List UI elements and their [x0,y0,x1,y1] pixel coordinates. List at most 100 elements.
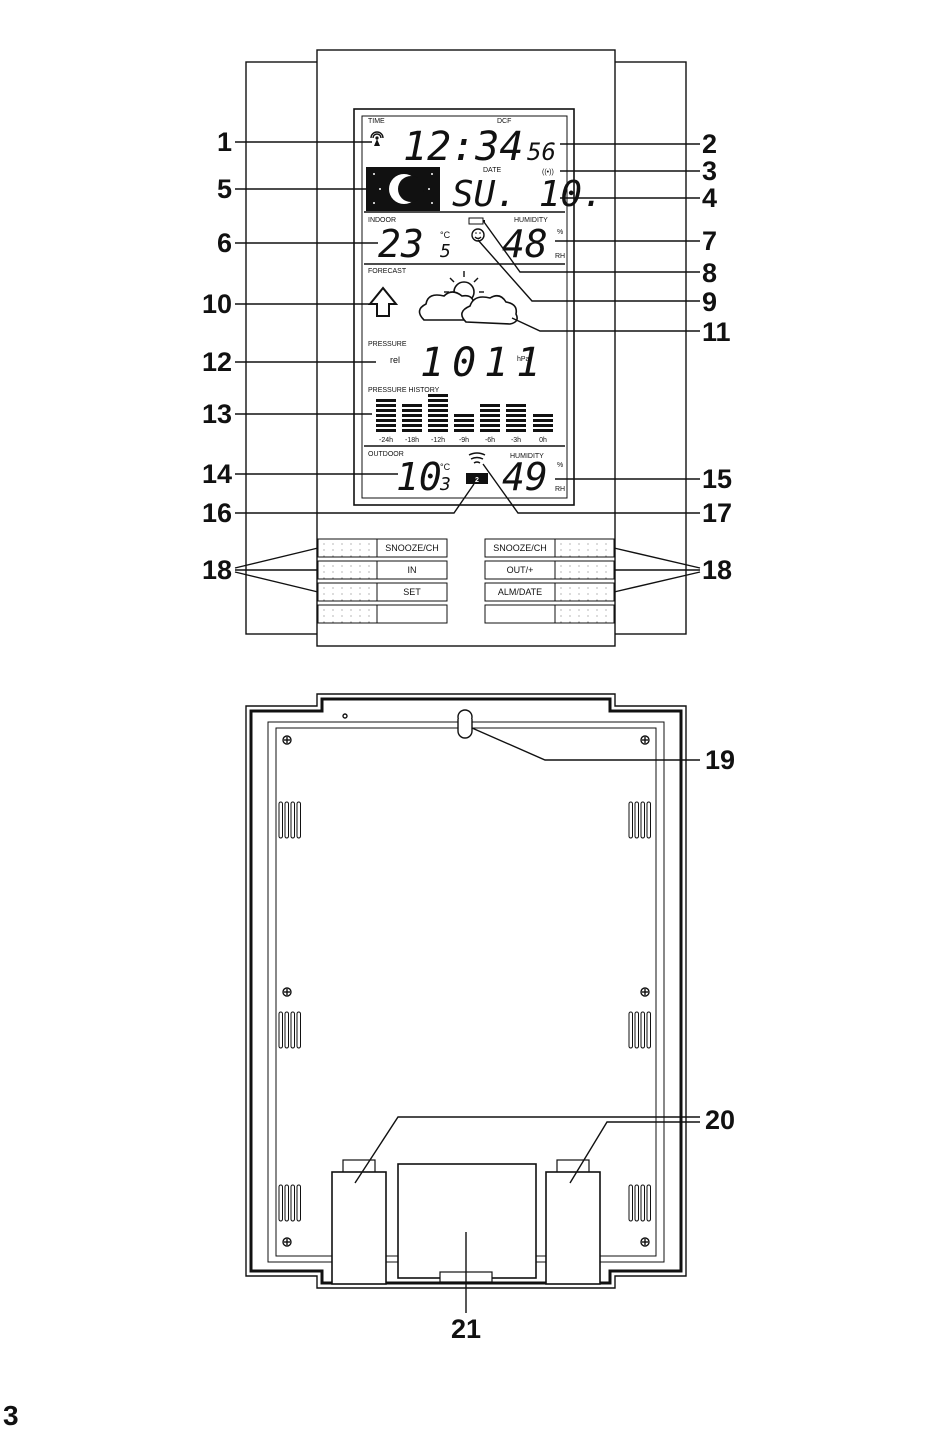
texture-dot [596,549,598,551]
history-bar-segment [376,404,396,407]
texture-dot [341,599,343,601]
history-bar-segment [428,419,448,422]
texture-dot [596,593,598,595]
screw-icon [640,1237,650,1247]
snooze-ch-button-right[interactable]: SNOOZE/CH [484,538,615,558]
outdoor-humidity-label: HUMIDITY [510,453,544,460]
texture-dot [341,543,343,545]
screw-icon [282,987,292,997]
texture-dot [332,555,334,557]
history-bar-segment [402,409,422,412]
outdoor-label: OUTDOOR [368,451,404,458]
callout-8: 8 [702,258,717,288]
texture-dot [578,549,580,551]
history-bar-segment [376,429,396,432]
leader-lines-front [234,141,701,593]
texture-dot [560,599,562,601]
texture-dot [350,555,352,557]
alm-date-button[interactable]: ALM/DATE [484,582,615,602]
pressure-unit: hPa [517,356,530,363]
back-view [245,693,700,1313]
texture-dot [323,599,325,601]
texture-dot [368,565,370,567]
back-body-rim [249,697,683,1285]
date-display: SU. 10. [452,174,604,215]
texture-dot [332,609,334,611]
texture-dot [596,571,598,573]
texture-dot [350,621,352,623]
texture-dot [332,593,334,595]
out-plus-button[interactable]: OUT/+ [484,560,615,580]
forecast-label: FORECAST [368,268,407,275]
history-bar-segment [506,424,526,427]
indoor-temp-unit: °C [440,230,451,240]
history-bar-segment [506,419,526,422]
texture-dot [359,593,361,595]
texture-dot [605,615,607,617]
radio-signal-icon: ((•)) [542,169,554,176]
texture-dot [359,615,361,617]
screw-icon [640,987,650,997]
battery-icon [468,217,485,225]
texture-dot [350,593,352,595]
texture-dot [359,571,361,573]
history-bar-segment [480,419,500,422]
texture-dot [605,543,607,545]
texture-dot [359,543,361,545]
pressure-history-label: PRESSURE HISTORY [368,387,440,394]
history-bar-segment [376,409,396,412]
history-bar-segment [506,409,526,412]
texture-dot [605,587,607,589]
texture-dot [569,621,571,623]
texture-dot [323,593,325,595]
texture-dot [323,571,325,573]
vent-icon [278,1011,301,1049]
texture-dot [587,565,589,567]
texture-dot [560,555,562,557]
indoor-percent: % [557,229,563,236]
texture-dot [587,587,589,589]
callout-3: 3 [702,156,717,186]
dcf-label: DCF [497,118,511,125]
texture-dot [560,615,562,617]
history-bar-segment [402,429,422,432]
blank-button-left[interactable] [317,604,448,624]
texture-dot [578,621,580,623]
moon-phase-icon [366,167,440,211]
pressure-history-ticks: -24h -18h -12h -9h -6h -3h 0h [379,437,547,444]
left-wing [245,61,319,635]
texture-dot [368,621,370,623]
button-label: SNOOZE/CH [493,543,547,553]
texture-dot [560,565,562,567]
channel-indicator: 2 [466,473,488,484]
texture-dot [569,549,571,551]
in-button[interactable]: IN [317,560,448,580]
texture-dot [332,543,334,545]
button-texture-dots [323,543,607,623]
blank-button-right[interactable] [484,604,615,624]
history-bar-segment [506,404,526,407]
texture-dot [350,609,352,611]
left-button-column: SNOOZE/CH IN SET [317,538,448,624]
page-number: 3 [3,1400,19,1431]
texture-dot [359,587,361,589]
texture-dot [569,571,571,573]
vent-icon [628,1011,651,1049]
vent-icon [278,1184,301,1222]
pressure-label: PRESSURE [368,341,407,348]
set-button[interactable]: SET [317,582,448,602]
history-bar-segment [428,404,448,407]
snooze-ch-button-left[interactable]: SNOOZE/CH [317,538,448,558]
history-bar-segment [480,429,500,432]
history-bar-segment [402,404,422,407]
callout-11: 11 [702,317,731,347]
battery-compartment-cover[interactable] [397,1163,537,1283]
texture-dot [605,621,607,623]
history-bar-segment [376,424,396,427]
texture-dot [323,609,325,611]
callout-10: 10 [202,289,232,319]
history-tick: -6h [485,437,495,444]
pressure-history-bars [376,394,553,432]
outdoor-percent: % [557,462,563,469]
